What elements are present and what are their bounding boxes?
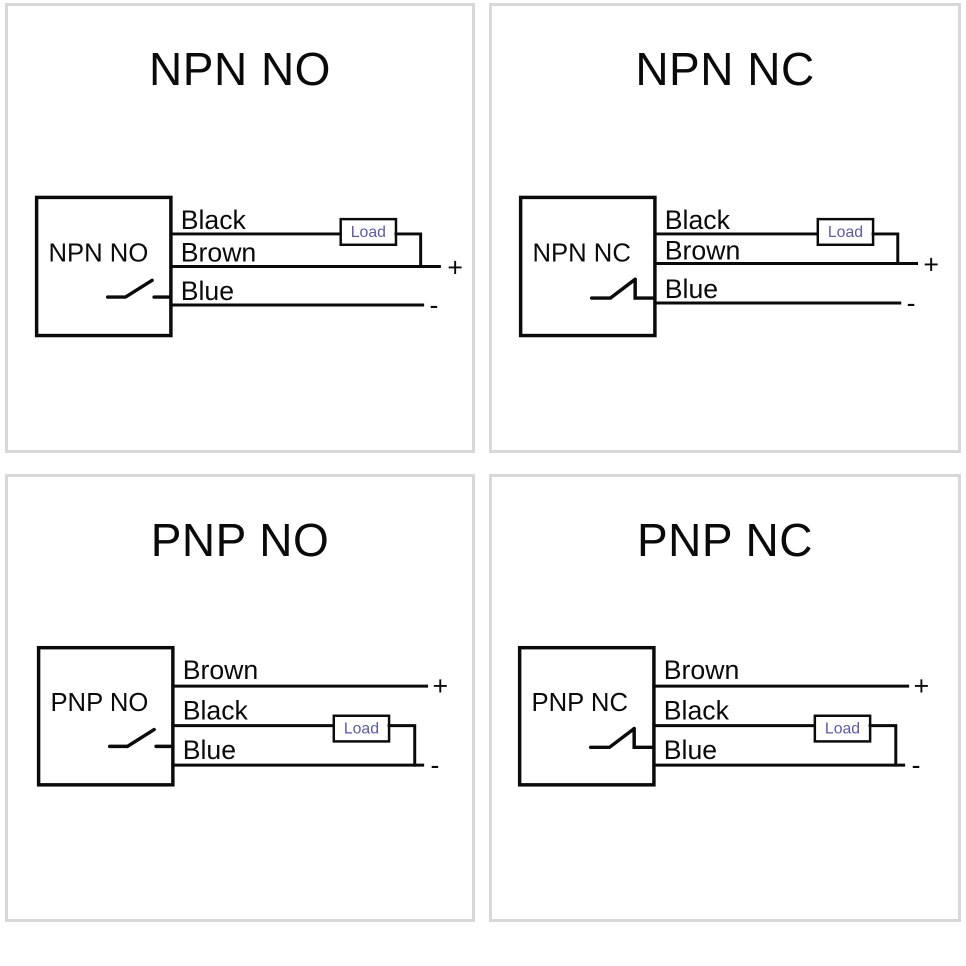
- wire-label-black: Black: [183, 696, 249, 726]
- terminal-minus: -: [912, 750, 921, 780]
- switch-symbol-normally-closed: [589, 277, 637, 300]
- load-box: [816, 217, 875, 247]
- wire-label-blue: Blue: [665, 274, 718, 304]
- wire-load-to-plus: [871, 232, 900, 265]
- panel-title-npn-nc: NPN NC: [635, 43, 815, 95]
- sensor-body-label: PNP NC: [531, 689, 628, 717]
- wire-label-black: Black: [664, 696, 730, 726]
- sensor-body-label: NPN NC: [532, 240, 630, 268]
- load-box-label: Load: [828, 224, 863, 241]
- load-box: [339, 217, 398, 247]
- switch-contact-bar: [633, 277, 655, 300]
- panel-pnp-nc: PNP NC PNP NC Brown + Black Load Blue -: [489, 474, 961, 922]
- load-box-label: Load: [344, 721, 379, 738]
- wire-load-to-minus: [868, 724, 898, 767]
- wire-label-brown: Brown: [181, 238, 256, 268]
- wire-label-brown: Brown: [664, 655, 739, 685]
- wire-label-black: Black: [181, 205, 247, 235]
- wire-load-to-plus: [394, 232, 423, 268]
- wire-label-blue: Blue: [181, 276, 234, 306]
- panel-npn-nc: NPN NC NPN NC Black Load Brown + Blue -: [489, 3, 961, 453]
- wire-label-blue: Blue: [183, 735, 236, 765]
- wire-label-brown: Brown: [183, 655, 258, 685]
- wiring-diagram-pnp-no: PNP NO Brown + Black Load Blue -: [8, 477, 472, 919]
- terminal-minus: -: [431, 750, 440, 780]
- wiring-diagram-npn-no: NPN NO Black Load Brown + Blue -: [8, 6, 472, 450]
- terminal-minus: -: [907, 288, 916, 318]
- panel-title-pnp-nc: PNP NC: [637, 514, 813, 566]
- terminal-plus: +: [923, 249, 939, 279]
- terminal-plus: +: [447, 252, 463, 282]
- terminal-plus: +: [914, 671, 930, 701]
- wiring-diagram-npn-nc: NPN NC Black Load Brown + Blue -: [492, 6, 958, 450]
- load-box: [813, 714, 872, 743]
- sensor-body-label: PNP NO: [50, 689, 148, 717]
- wire-label-blue: Blue: [664, 735, 717, 765]
- terminal-plus: +: [433, 671, 449, 701]
- switch-symbol-normally-closed: [589, 726, 636, 750]
- panel-title-pnp-no: PNP NO: [150, 514, 330, 566]
- sensor-body-box: [518, 195, 657, 338]
- sensor-body-box: [36, 645, 175, 787]
- panel-title-npn-no: NPN NO: [149, 43, 331, 95]
- load-box-label: Load: [825, 721, 860, 738]
- panel-npn-no: NPN NO NPN NO Black Load Brown: [5, 3, 475, 453]
- wire-label-black: Black: [665, 205, 731, 235]
- switch-contact-bar: [632, 726, 654, 750]
- wire-label-brown: Brown: [665, 236, 740, 266]
- terminal-minus: -: [430, 290, 439, 320]
- switch-symbol-normally-open: [105, 278, 154, 299]
- load-box-label: Load: [351, 224, 386, 241]
- panel-pnp-no: PNP NO PNP NO Brown + Black Load Blue: [5, 474, 475, 922]
- sensor-body-box: [517, 645, 656, 787]
- wiring-diagram-pnp-nc: PNP NC Brown + Black Load Blue -: [492, 477, 958, 919]
- sensor-body-label: NPN NO: [48, 240, 148, 268]
- switch-symbol-normally-open: [107, 727, 156, 749]
- wire-load-to-minus: [387, 724, 417, 767]
- load-box: [332, 714, 391, 743]
